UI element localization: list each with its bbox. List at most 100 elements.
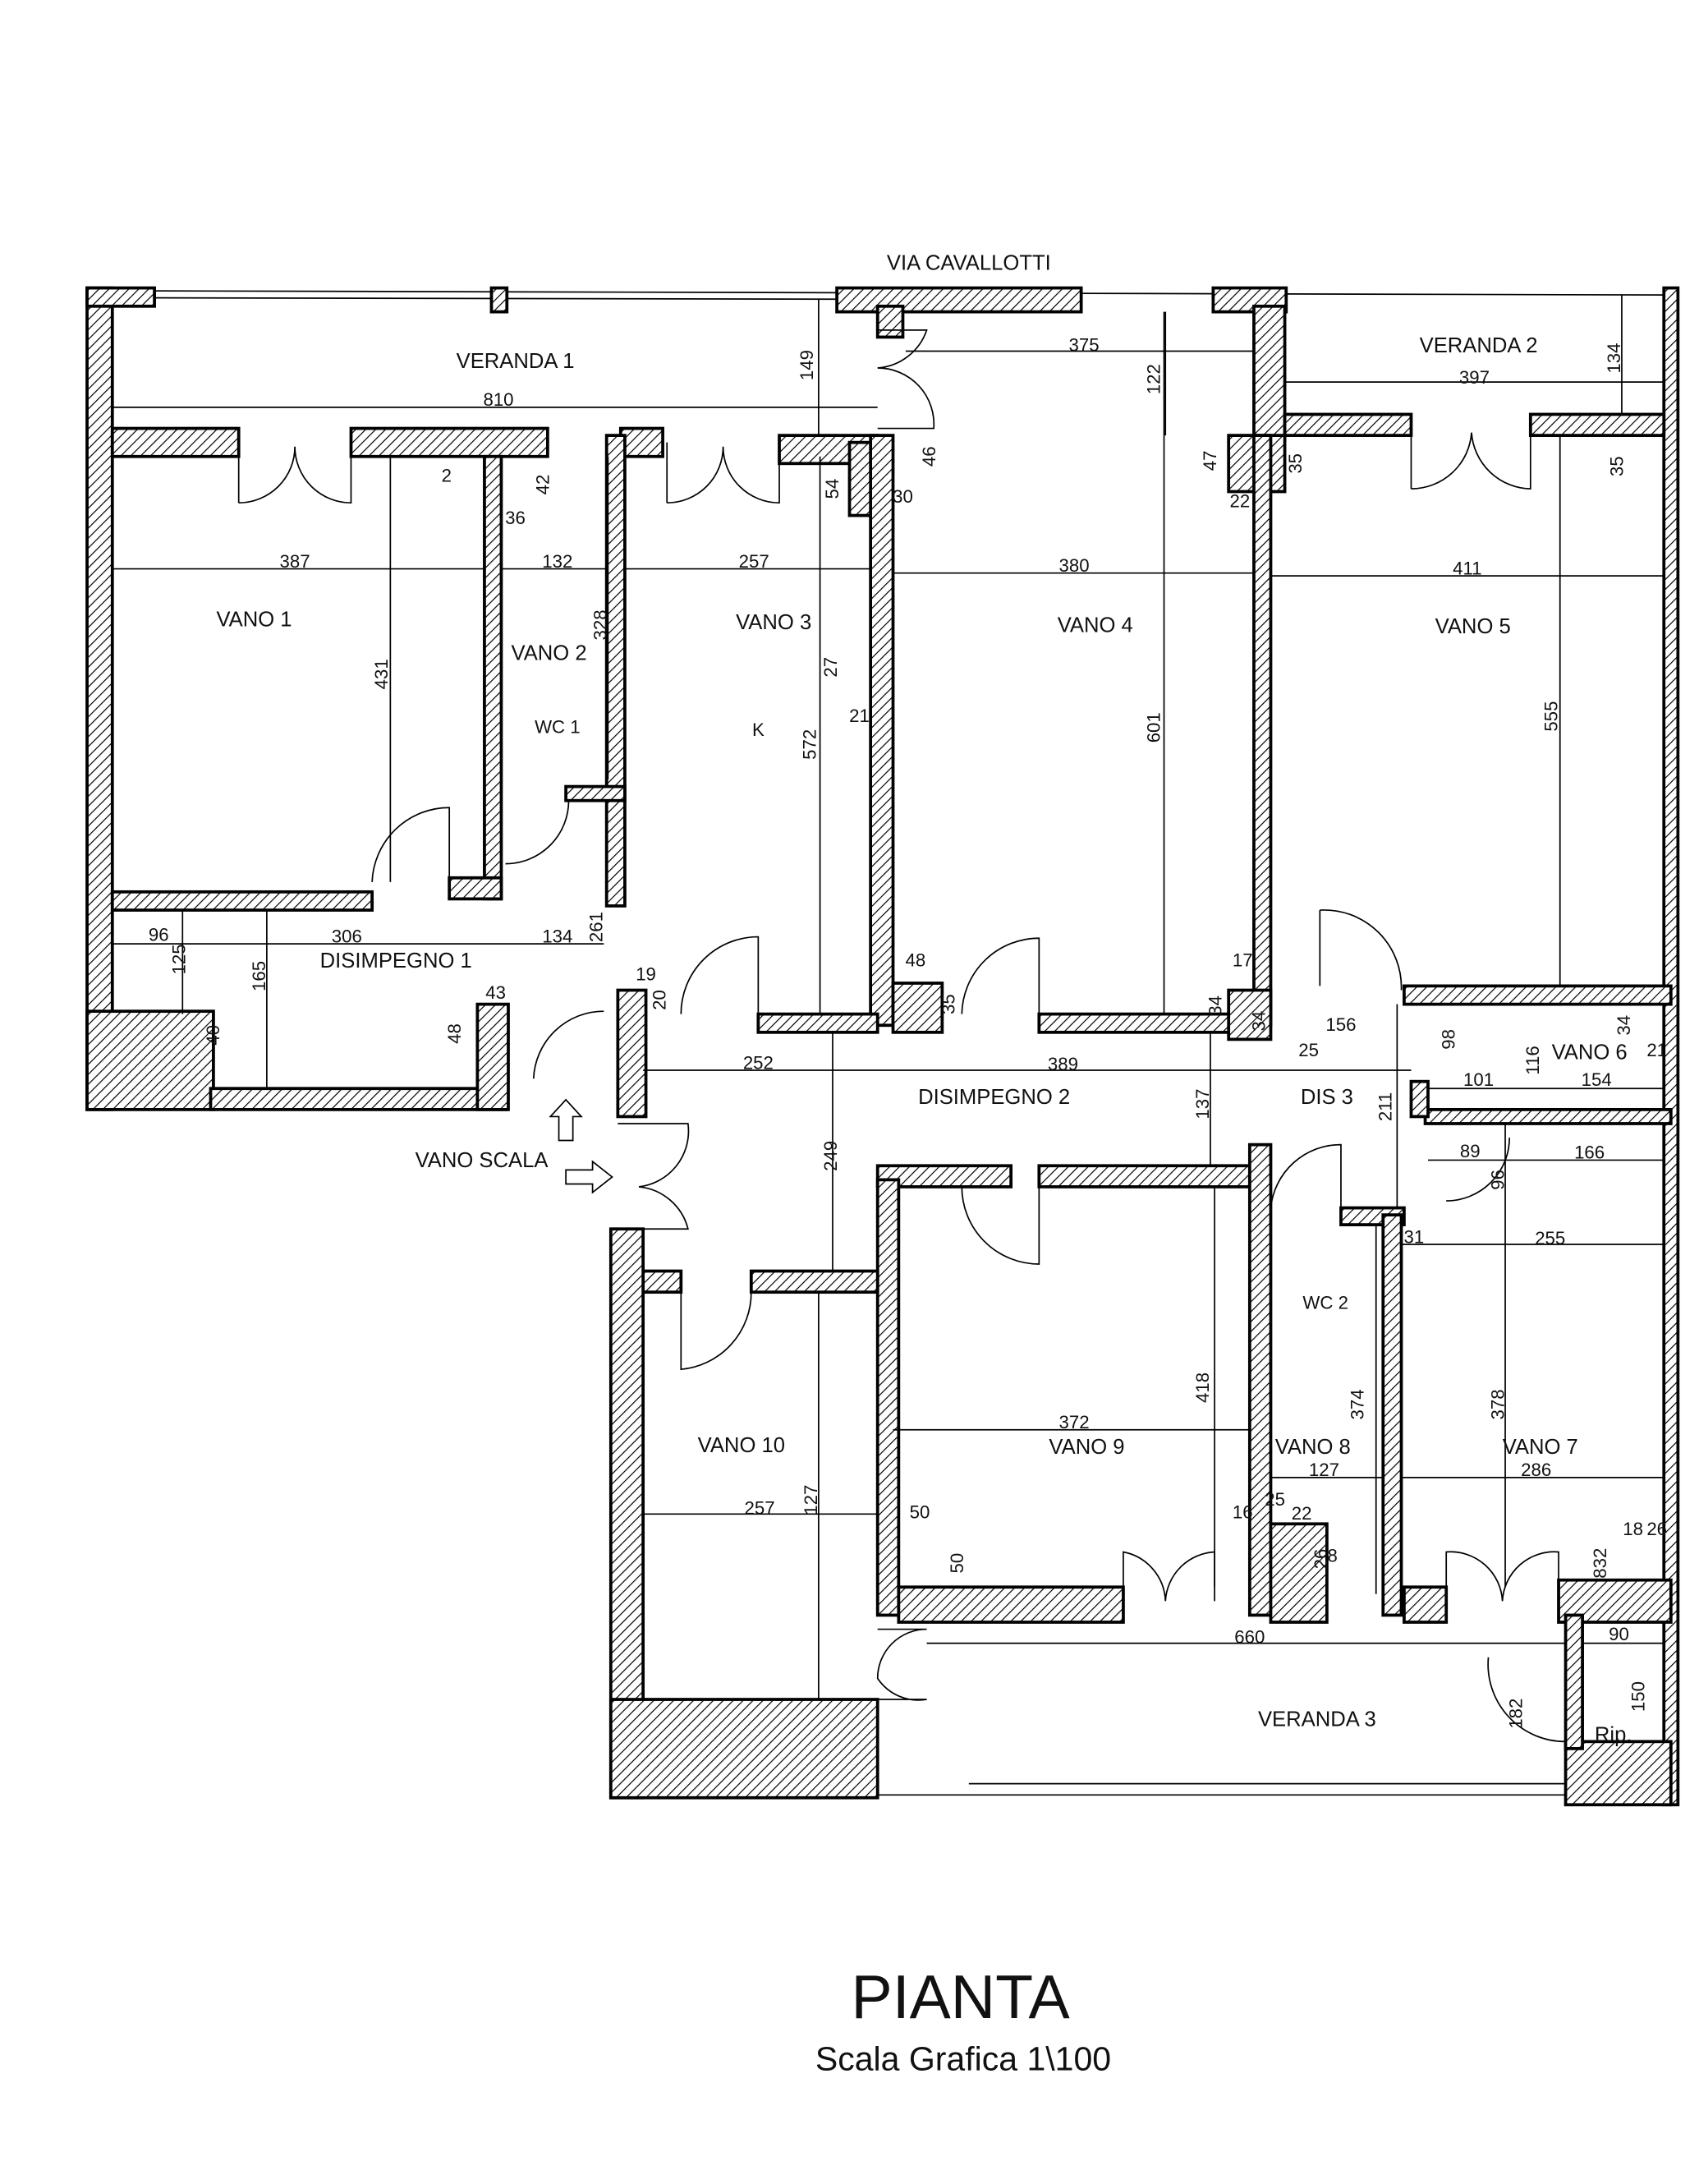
dimension-label: 50 <box>947 1553 967 1574</box>
dimension-label: 30 <box>893 486 913 507</box>
dimension-label: 149 <box>797 350 817 380</box>
room-label: VANO 9 <box>1049 1436 1124 1459</box>
plan-title: PIANTA <box>852 1962 1071 2031</box>
dimension-label: 127 <box>801 1485 821 1515</box>
dimension-label: 26 <box>1311 1549 1331 1570</box>
dimension-label: 572 <box>799 729 820 760</box>
dimension-label: 101 <box>1463 1069 1494 1090</box>
dimension-label: 257 <box>745 1497 775 1518</box>
dimension-label: 249 <box>820 1141 841 1171</box>
dimension-label: 50 <box>910 1501 930 1522</box>
dimension-label: 156 <box>1325 1014 1356 1035</box>
dimension-label: 122 <box>1143 364 1164 394</box>
room-label: VERANDA 3 <box>1258 1708 1376 1731</box>
dimension-label: 98 <box>1438 1029 1458 1050</box>
dimension-label: 397 <box>1459 367 1490 388</box>
dimension-label: 127 <box>1309 1460 1339 1480</box>
dimension-label: 48 <box>444 1023 465 1044</box>
dimension-label: 328 <box>590 609 611 640</box>
room-label: DIS 3 <box>1301 1086 1353 1109</box>
room-label: VERANDA 2 <box>1420 334 1538 357</box>
dimension-label: 832 <box>1590 1548 1610 1579</box>
arrow-right-icon <box>565 1160 613 1194</box>
dimension-label: 35 <box>1607 456 1628 476</box>
dimension-label: 27 <box>820 657 841 678</box>
room-label: VERANDA 1 <box>457 350 575 373</box>
dimension-label: 380 <box>1059 555 1090 576</box>
dimension-label: 34 <box>1205 995 1226 1016</box>
dimension-label: 125 <box>169 944 190 974</box>
dimension-label: 182 <box>1506 1699 1527 1729</box>
dimension-label: 252 <box>743 1052 774 1073</box>
dimension-label: 211 <box>1375 1092 1396 1121</box>
dimension-label: 375 <box>1069 335 1100 356</box>
room-label: VANO 7 <box>1503 1436 1578 1459</box>
dimension-label: 116 <box>1522 1046 1543 1074</box>
room-label: VANO 5 <box>1435 615 1511 638</box>
dimension-label: 89 <box>1460 1141 1481 1161</box>
dimension-label: 378 <box>1487 1389 1508 1419</box>
dimension-label: 810 <box>483 389 513 410</box>
room-label: WC 1 <box>535 717 581 738</box>
dimension-label: 25 <box>1265 1489 1285 1510</box>
room-labels: VIA CAVALLOTTI VERANDA 1 VERANDA 2 VANO … <box>216 251 1632 1746</box>
street-name: VIA CAVALLOTTI <box>887 251 1051 274</box>
dimension-label: 387 <box>280 551 310 572</box>
doors <box>237 329 1566 1743</box>
room-label: VANO 10 <box>698 1434 785 1457</box>
room-label: Rip. <box>1595 1723 1632 1746</box>
dimension-label: 22 <box>1292 1503 1312 1524</box>
dimension-label: 46 <box>919 446 939 467</box>
dimension-label: 31 <box>1404 1226 1425 1247</box>
dimension-label: 43 <box>485 982 506 1003</box>
dimension-label: 20 <box>650 990 670 1010</box>
dimension-label: 42 <box>533 475 553 495</box>
room-label: VANO 1 <box>216 609 292 632</box>
dimension-label: 2 <box>442 466 452 486</box>
dimension-label: 21 <box>1646 1040 1667 1060</box>
dimension-label: 54 <box>822 479 843 499</box>
dimension-label: 389 <box>1048 1054 1078 1074</box>
dimension-label: 306 <box>332 926 362 946</box>
dimension-label: 134 <box>1604 343 1624 374</box>
dimension-label: 660 <box>1234 1627 1265 1648</box>
dimension-lines <box>112 295 1665 1700</box>
dimension-labels: 149 810 375 122 397 134 2 36 42 46 30 54 47 35 22 35 387… <box>149 335 1667 1729</box>
room-label: VANO SCALA <box>416 1149 549 1172</box>
dimension-label: 40 <box>203 1025 223 1046</box>
dimension-label: 25 <box>1298 1040 1319 1060</box>
room-label: VANO 4 <box>1058 614 1133 637</box>
room-label: VANO 3 <box>736 611 811 634</box>
dimension-label: 35 <box>939 994 959 1014</box>
dimension-label: 137 <box>1192 1088 1213 1119</box>
dimension-label: 8 <box>1328 1545 1338 1566</box>
dimension-label: 90 <box>1609 1624 1629 1644</box>
dimension-label: 17 <box>1233 949 1253 970</box>
dimension-label: 166 <box>1574 1143 1605 1163</box>
dimension-label: 374 <box>1347 1389 1367 1419</box>
dimension-label: 150 <box>1628 1681 1648 1712</box>
dimension-label: 418 <box>1192 1372 1213 1403</box>
dimension-label: 47 <box>1200 451 1220 471</box>
dimension-label: 257 <box>739 551 769 572</box>
room-label: VANO 2 <box>512 642 587 665</box>
dimension-label: 48 <box>906 949 926 970</box>
dimension-label: 165 <box>249 961 269 991</box>
dimension-label: 22 <box>1229 490 1250 511</box>
walls <box>85 286 1680 1807</box>
dimension-label: 36 <box>505 508 526 528</box>
dimension-label: 132 <box>542 551 572 572</box>
dimension-label: 261 <box>586 912 607 942</box>
room-label: WC 2 <box>1302 1293 1348 1313</box>
dimension-label: 601 <box>1143 712 1164 743</box>
dimension-label: 154 <box>1582 1069 1612 1090</box>
dimension-label: 431 <box>371 659 392 689</box>
dimension-label: 286 <box>1521 1460 1551 1480</box>
dimension-label: 96 <box>149 925 169 945</box>
room-label: DISIMPEGNO 1 <box>320 949 472 972</box>
dimension-label: 555 <box>1541 701 1561 732</box>
dimension-label: 21 <box>849 706 870 726</box>
room-label: K <box>752 720 765 740</box>
room-label: VANO 8 <box>1275 1436 1351 1459</box>
